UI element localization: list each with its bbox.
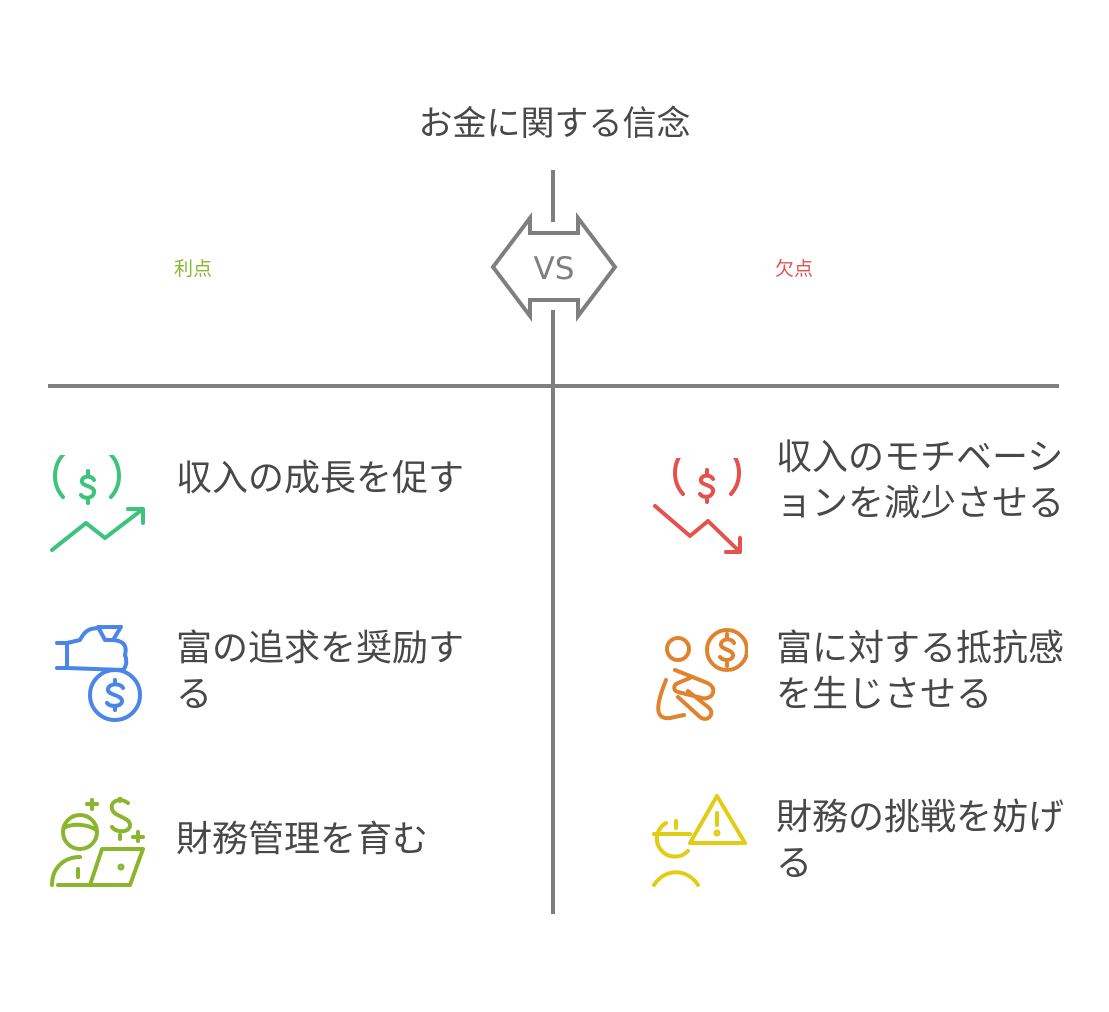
cons-item-3: 財務の挑戦を妨げる: [776, 797, 1065, 884]
pros-item-1: 収入の成長を促す: [176, 458, 465, 499]
diagram-title: お金に関する信念: [418, 104, 691, 144]
cons-heading: 欠点: [775, 258, 814, 280]
cons-item-1: 収入のモチベーションを減少させる: [776, 437, 1065, 524]
pros-heading: 利点: [174, 258, 213, 280]
person-warning-icon: [652, 794, 747, 887]
person-resisting-coin-icon: [656, 628, 748, 721]
vs-label: VS: [534, 251, 575, 287]
coin-growth-icon: [50, 455, 145, 552]
coin-decline-icon: [653, 458, 742, 554]
person-laptop-money-icon: [50, 797, 145, 887]
pros-item-3: 財務管理を育む: [176, 819, 429, 860]
vs-double-arrow-icon: [490, 212, 618, 322]
pros-item-2: 富の追求を奨励する: [176, 628, 465, 715]
hand-money-bag-icon: [55, 625, 142, 722]
cons-item-2: 富に対する抵抗感を生じさせる: [776, 628, 1065, 715]
